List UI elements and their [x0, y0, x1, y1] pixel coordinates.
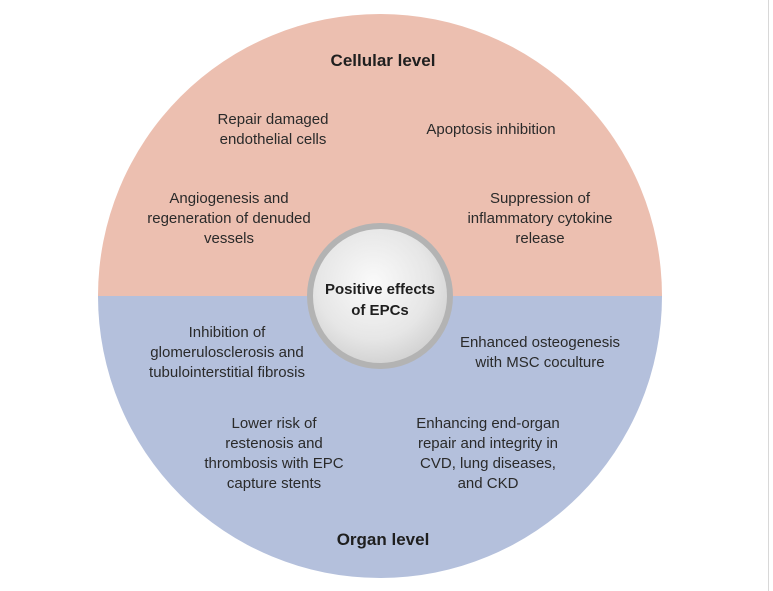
page-edge-divider	[768, 0, 769, 591]
cellular-item-apoptosis: Apoptosis inhibition	[426, 121, 556, 138]
center-circle	[313, 229, 447, 363]
organ-level-heading: Organ level	[336, 530, 430, 549]
organ-level-half	[98, 296, 662, 578]
cellular-level-heading: Cellular level	[330, 51, 436, 70]
cellular-level-half	[98, 14, 662, 296]
